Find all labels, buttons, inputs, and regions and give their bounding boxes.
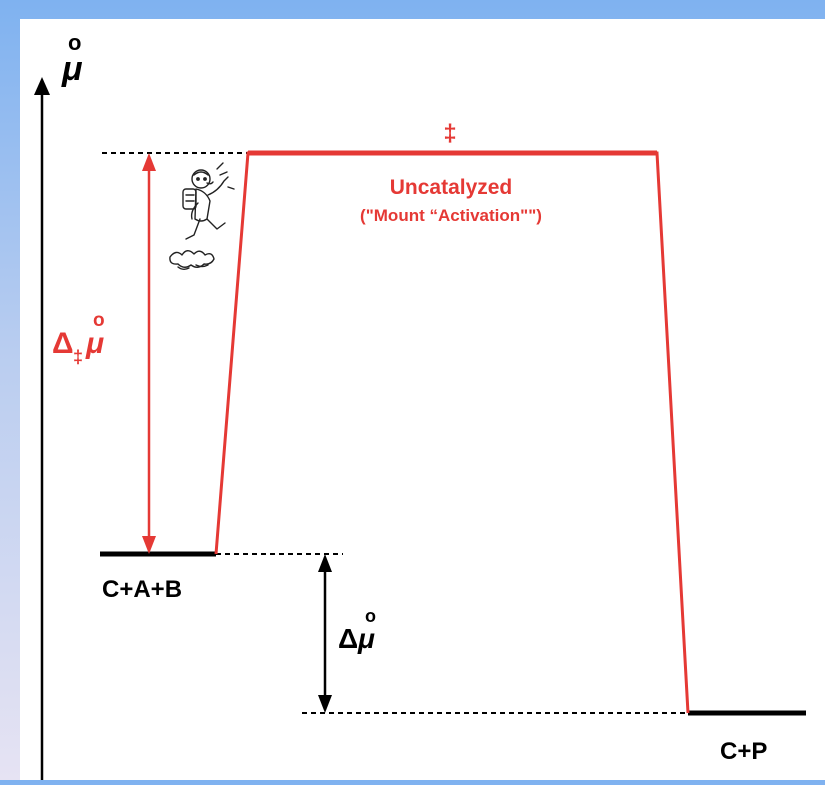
activation-standard-mark: o [93,310,105,331]
products-label: C+P [720,738,767,765]
transition-state-symbol: ‡ [443,120,456,147]
reaction-standard-mark: o [365,606,376,626]
uncatalyzed-pathway [214,151,690,714]
reaction-energy-arrow [318,554,332,713]
reaction-symbol: μ [357,623,375,654]
activation-delta: Δ [52,327,74,360]
activation-energy-arrow [142,153,156,554]
reaction-energy-label: Δ μ o [338,606,376,654]
reactants-label: C+A+B [102,576,182,603]
diagram-slide: μ o ‡ Uncatalyzed ("Mount “Activation"")… [20,19,825,780]
y-axis-label: μ o [61,30,83,88]
y-axis-symbol: μ [61,50,83,88]
reaction-delta: Δ [338,623,358,654]
y-axis-standard-mark: o [68,30,81,55]
activation-energy-label: Δ ‡ μ o [52,310,105,367]
y-axis-arrowhead [34,77,50,95]
energy-diagram: μ o ‡ Uncatalyzed ("Mount “Activation"")… [34,30,806,780]
activation-symbol: μ [85,327,104,360]
cartoon-climber-icon [169,162,235,270]
activation-subscript: ‡ [73,347,83,367]
dashed-guides [102,152,688,714]
y-axis [34,77,50,780]
uncatalyzed-subtitle: ("Mount “Activation"") [360,206,542,225]
uncatalyzed-title: Uncatalyzed [390,176,513,199]
